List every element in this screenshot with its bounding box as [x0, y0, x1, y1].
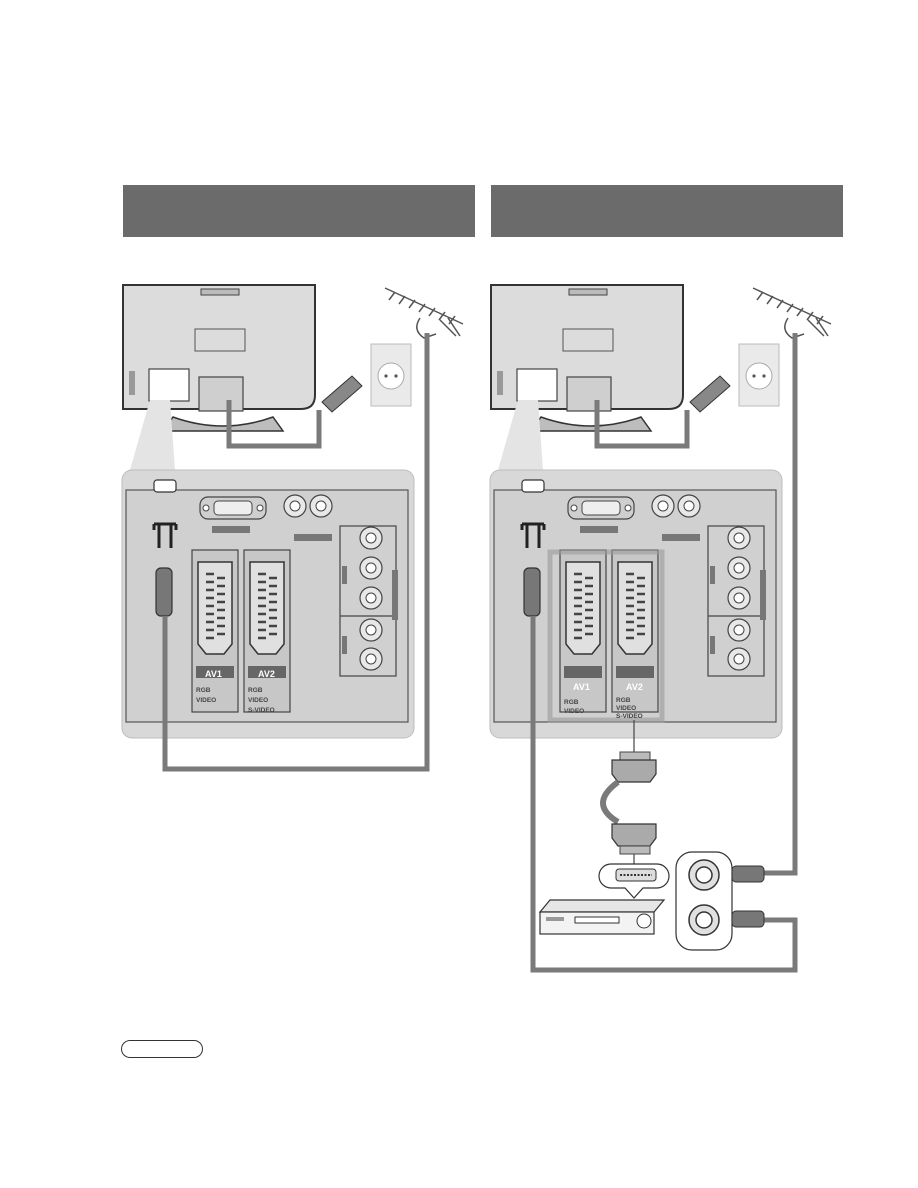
scart-av1-label: AV1	[573, 682, 590, 692]
av1-rgb-label: RGB	[196, 687, 211, 694]
scart-cable	[600, 720, 657, 864]
power-cable	[226, 400, 322, 449]
scart-highlight	[547, 549, 665, 723]
av1-video-label: VIDEO	[564, 708, 584, 715]
section-header-right	[491, 185, 843, 237]
rf-plug-out	[731, 910, 765, 928]
av2-rgb-label: RGB	[616, 697, 631, 704]
rf-plug-in	[731, 865, 765, 883]
rf-cable-in	[755, 333, 798, 876]
section-header-left	[123, 185, 475, 237]
scart-av1-label: AV1	[205, 669, 222, 679]
note-badge	[121, 1040, 203, 1058]
av1-rgb-label: RGB	[564, 699, 579, 706]
av2-video-label: VIDEO	[616, 705, 636, 712]
rf-terminals-callout	[675, 851, 733, 951]
mains-plug	[321, 375, 363, 413]
rf-cable	[162, 333, 430, 772]
recorder-device	[538, 899, 666, 935]
diagram-right: AV1 AV2 RGB VIDEO RGB VIDEO S-VIDEO	[488, 284, 832, 973]
zoom-callout	[130, 400, 175, 470]
av1-video-label: VIDEO	[196, 697, 216, 704]
scart-av2-label: AV2	[626, 682, 643, 692]
av2-svideo-label: S-VIDEO	[616, 713, 643, 720]
mains-plug	[689, 375, 731, 413]
rf-cable-out	[530, 616, 798, 973]
antenna-plug	[523, 567, 541, 617]
recorder-scart-callout	[598, 863, 670, 899]
diagram-left: AV1 AV2 RGB VIDEO RGB VIDEO S-VIDEO	[120, 284, 464, 772]
av2-rgb-label: RGB	[248, 687, 263, 694]
scart-av2-label: AV2	[258, 669, 275, 679]
zoom-callout	[498, 400, 543, 470]
aerial-icon	[752, 287, 832, 339]
aerial-icon	[384, 287, 464, 339]
av2-svideo-label: S-VIDEO	[248, 707, 275, 714]
av2-video-label: VIDEO	[248, 697, 268, 704]
antenna-plug	[155, 567, 173, 617]
power-cable	[594, 400, 690, 449]
